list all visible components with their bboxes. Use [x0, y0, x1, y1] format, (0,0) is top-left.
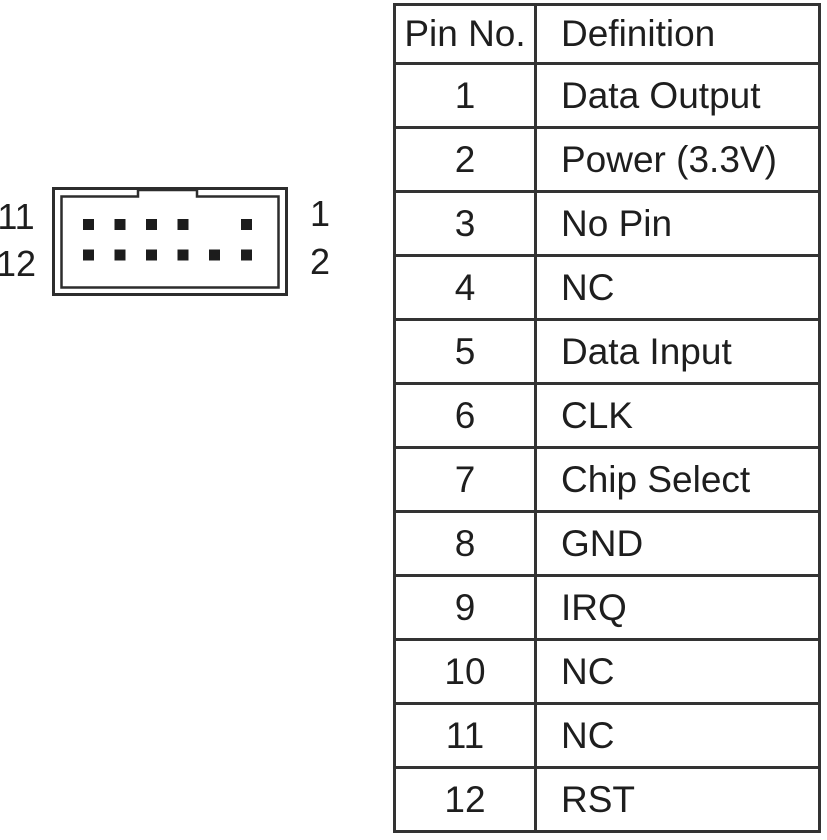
pin-definition: NC [561, 266, 615, 308]
table-row: 1 Data Output [396, 62, 818, 126]
pin-number: 12 [396, 769, 537, 830]
pin-header-connector-diagram: 11 12 1 2 [0, 187, 330, 296]
pin-definition: Power (3.3V) [561, 138, 777, 180]
pin-definition: NC [561, 714, 615, 756]
pin-number: 4 [396, 257, 537, 318]
pin-dot-4 [209, 249, 220, 261]
pin-number: 8 [396, 513, 537, 574]
connector-label-pin-2: 2 [310, 241, 330, 282]
table-row: 9 IRQ [396, 574, 818, 638]
table-row: 5 Data Input [396, 318, 818, 382]
table-row: 10 NC [396, 638, 818, 702]
pin-dot-10 [114, 249, 126, 261]
table-row: 11 NC [396, 702, 818, 766]
pin-dot-8 [146, 249, 157, 261]
connector-inner-wall-key-notch [60, 188, 280, 289]
pin-number: 11 [396, 705, 537, 766]
pin-number: 5 [396, 321, 537, 382]
pin-definition: NC [561, 650, 615, 692]
pin-dot-6 [177, 249, 189, 261]
table-row: 2 Power (3.3V) [396, 126, 818, 190]
pin-definition: GND [561, 522, 644, 564]
pin-definition: IRQ [561, 586, 627, 628]
pin-definition: Chip Select [561, 458, 751, 500]
pin-number: 10 [396, 641, 537, 702]
pin-number: 6 [396, 385, 537, 446]
pin-dot-1 [241, 219, 252, 230]
pin-definition: CLK [561, 394, 633, 436]
column-header-definition: Definition [561, 13, 716, 54]
pin-dot-12 [83, 249, 94, 261]
connector-label-pin-1: 1 [310, 193, 330, 234]
pin-definition: RST [561, 778, 635, 820]
pin-definition-table: Pin No. Definition 1 Data Output 2 Power… [393, 3, 821, 833]
pin-number: 7 [396, 449, 537, 510]
table-row: 6 CLK [396, 382, 818, 446]
pin-number: 3 [396, 193, 537, 254]
pin-number: 9 [396, 577, 537, 638]
table-row: 7 Chip Select [396, 446, 818, 510]
table-row: 4 NC [396, 254, 818, 318]
pin-dot-9 [114, 219, 126, 230]
connector-outer-shell [52, 187, 288, 296]
pin-number: 2 [396, 129, 537, 190]
connector-label-pin-12: 12 [0, 243, 36, 284]
pin-definition: No Pin [561, 202, 673, 244]
table-row: 12 RST [396, 766, 818, 830]
pin-number: 1 [396, 65, 537, 126]
table-header-row: Pin No. Definition [396, 6, 818, 62]
table-row: 8 GND [396, 510, 818, 574]
connector-label-pin-11: 11 [0, 196, 35, 237]
pin-dot-5 [177, 219, 189, 230]
pin-dot-2 [241, 249, 252, 261]
pin-definition: Data Input [561, 330, 732, 372]
pin-definition: Data Output [561, 74, 761, 116]
table-row: 3 No Pin [396, 190, 818, 254]
pin-dot-11 [83, 219, 94, 230]
pin-dot-7 [146, 219, 157, 230]
column-header-pin-no: Pin No. [396, 6, 537, 62]
